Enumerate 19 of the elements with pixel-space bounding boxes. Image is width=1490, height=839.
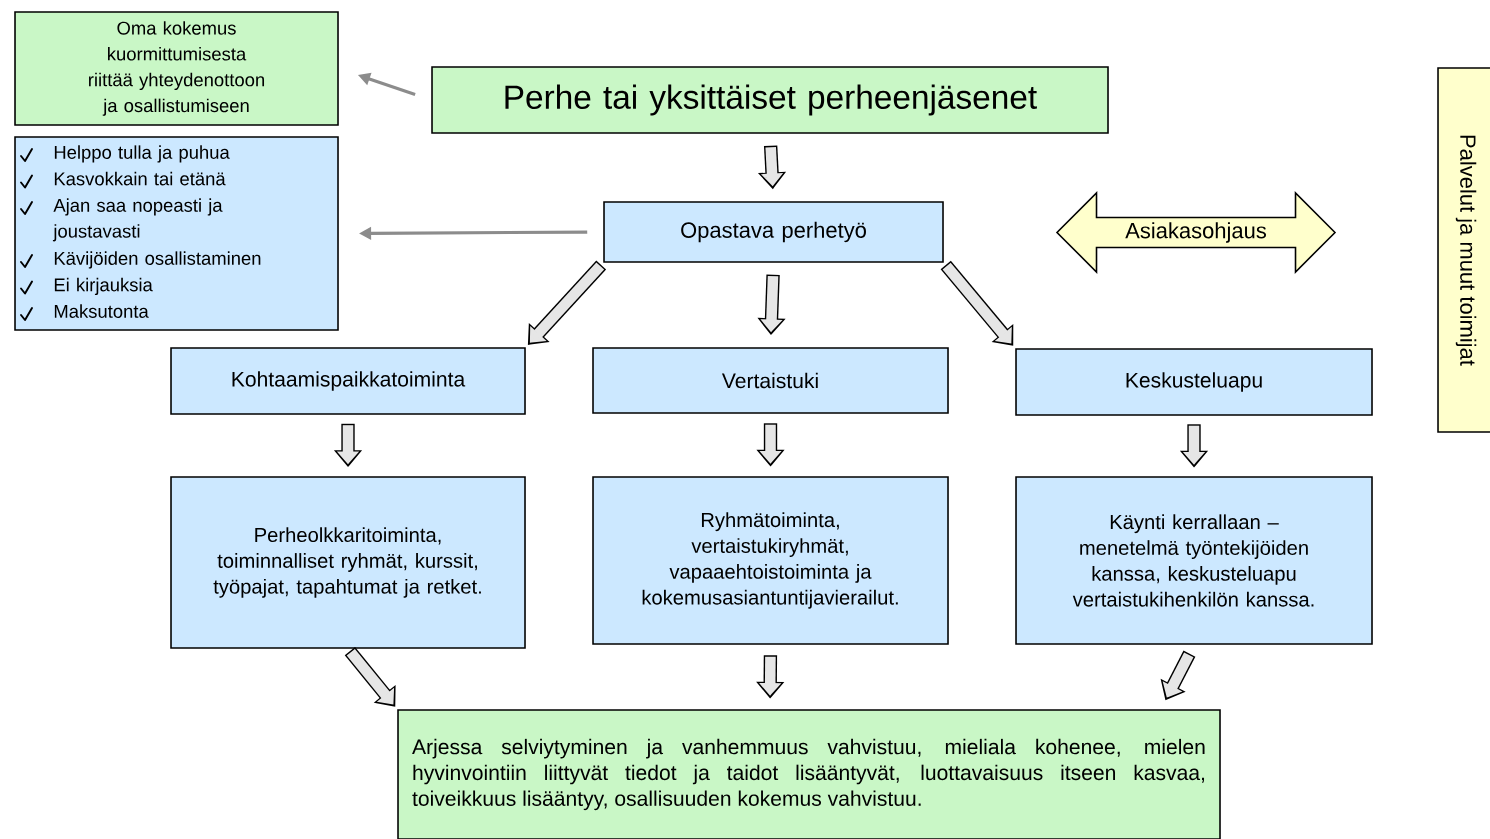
list-item: Maksutonta bbox=[54, 304, 149, 318]
process-box: Oma kokemus kuormittumisesta riittää yhteydenottoon ja osallistumiseen bbox=[14, 11, 339, 126]
list-item: Helppo tulla ja puhua bbox=[54, 145, 230, 163]
process-box: Käynti kerrallaan –menetelmä työntekijöiden kanssa, keskusteluapu vertaistukihenkilön kanssa. bbox=[1015, 476, 1373, 645]
process-box: Keskusteluapu bbox=[1015, 348, 1373, 416]
block-arrow bbox=[940, 260, 1014, 346]
process-box: Perheolkkaritoiminta, toiminnalliset ryhmät, kurssit, työpajat, tapahtumat ja retket. bbox=[170, 476, 526, 649]
side-band: Palvelut ja muut toimijat bbox=[1437, 67, 1490, 433]
title-box: Perhe tai yksittäiset perheenjäsenet bbox=[431, 66, 1109, 134]
outcome-box: Arjessa selviytyminen ja vanhemmuus vahvistuu, mieliala kohenee, mielen hyvinvointiin liittyvät tiedot ja taidot lisääntyvät, luottavaisuus itseen kasvaa, toiveikkuus lisääntyy, osallisuuden kokemus vahvistuu. bbox=[397, 709, 1221, 839]
list-item: Kasvokkain tai etänä bbox=[54, 171, 226, 186]
process-box: Vertaistuki bbox=[592, 347, 949, 414]
process-box: Kohtaamispaikkatoiminta bbox=[170, 347, 526, 415]
process-box: Ryhmätoiminta, vertaistukiryhmät, vapaaehtoistoiminta ja kokemusasiantuntijavierailut. bbox=[592, 476, 949, 645]
process-box: Opastava perhetyö bbox=[603, 201, 944, 263]
block-arrow bbox=[344, 646, 396, 707]
list-item: Ei kirjauksia bbox=[54, 277, 153, 296]
list-item: Ajan saa nopeasti ja joustavasti bbox=[52, 198, 223, 242]
list-item: Kävijöiden osallistaminen bbox=[54, 251, 261, 269]
